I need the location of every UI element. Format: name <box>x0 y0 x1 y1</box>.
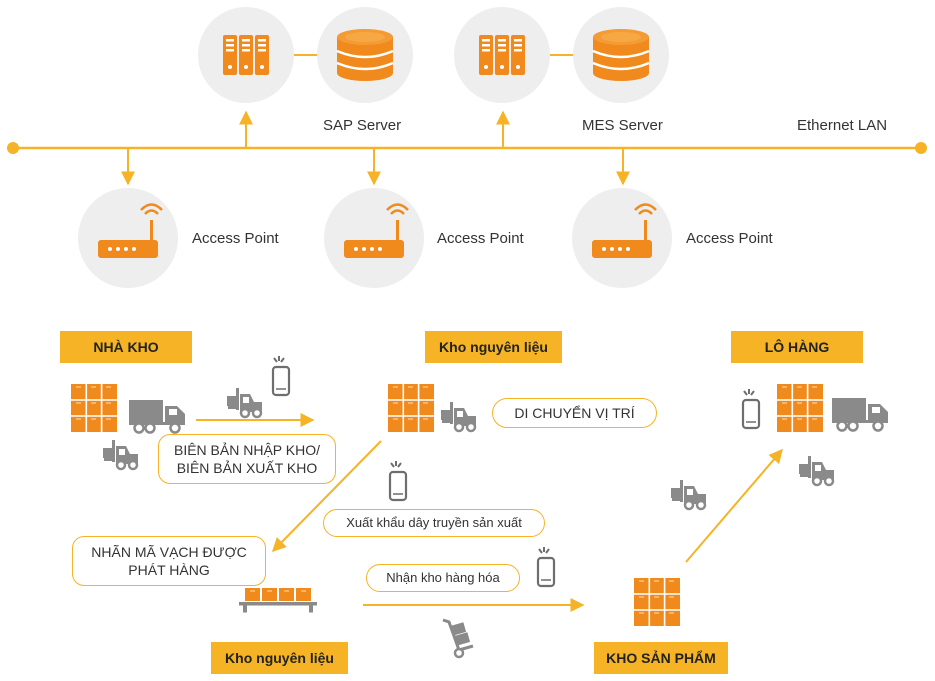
forklift-icon <box>799 456 834 485</box>
database-icon <box>335 27 395 83</box>
note-xuat-khau: Xuất khẩu dây truyền sản xuất <box>323 509 545 537</box>
note-bien-ban-line2: BIÊN BẢN XUẤT KHO <box>176 460 318 476</box>
truck-icon <box>830 396 890 432</box>
station-lo-hang: LÔ HÀNG <box>731 331 863 363</box>
pallet-icon <box>239 588 317 613</box>
database-icon <box>591 27 651 83</box>
flow-arrows <box>196 413 783 612</box>
sap-app-server <box>198 7 294 103</box>
note-bien-ban: BIÊN BẢN NHẬP KHO/ BIÊN BẢN XUẤT KHO <box>158 434 336 484</box>
smartphone-icon <box>536 545 556 588</box>
note-nhan-ma-line1: NHÃN MÃ VẠCH ĐƯỢC <box>91 544 247 560</box>
station-kho-nguyen-lieu-bottom: Kho nguyên liệu <box>211 642 348 674</box>
server-rack-icon <box>479 35 525 75</box>
warehouse-boxes-icon <box>776 383 824 433</box>
hand-truck-icon <box>441 618 475 659</box>
sap-server-label: SAP Server <box>323 117 402 134</box>
note-nhan-ma-vach: NHÃN MÃ VẠCH ĐƯỢC PHÁT HÀNG <box>72 536 266 586</box>
ethernet-lan-line <box>7 142 927 154</box>
forklift-icon <box>671 480 706 509</box>
lan-arrows <box>121 110 630 186</box>
forklift-icon <box>441 402 476 431</box>
mes-server-label: MES Server <box>582 117 663 134</box>
server-rack-icon <box>223 35 269 75</box>
access-point-label-3: Access Point <box>686 230 773 247</box>
forklift-icon <box>227 388 262 417</box>
access-point-3 <box>572 188 672 288</box>
mes-database <box>573 7 669 103</box>
truck-icon <box>127 398 187 434</box>
note-bien-ban-line1: BIÊN BẢN NHẬP KHO/ <box>173 442 320 458</box>
forklift-icon <box>103 440 138 469</box>
ethernet-lan-label: Ethernet LAN <box>797 117 888 134</box>
note-nhan-kho: Nhận kho hàng hóa <box>366 564 520 592</box>
warehouse-boxes-icon <box>633 577 681 627</box>
warehouse-boxes-icon <box>387 383 435 433</box>
access-point-1 <box>78 188 178 288</box>
note-di-chuyen-vi-tri: DI CHUYỂN VỊ TRÍ <box>492 398 657 428</box>
access-point-label-1: Access Point <box>192 230 279 247</box>
note-nhan-ma-line2: PHÁT HÀNG <box>128 562 210 578</box>
warehouse-boxes-icon <box>70 383 118 433</box>
smartphone-icon <box>271 354 291 397</box>
station-kho-san-pham: KHO SẢN PHẨM <box>594 642 728 674</box>
sap-database <box>317 7 413 103</box>
mes-app-server <box>454 7 550 103</box>
station-kho-nguyen-lieu-top: Kho nguyên liệu <box>425 331 562 363</box>
access-point-2 <box>324 188 424 288</box>
station-nha-kho: NHÀ KHO <box>60 331 192 363</box>
access-point-label-2: Access Point <box>437 230 524 247</box>
smartphone-icon <box>741 387 761 430</box>
smartphone-icon <box>388 459 408 502</box>
